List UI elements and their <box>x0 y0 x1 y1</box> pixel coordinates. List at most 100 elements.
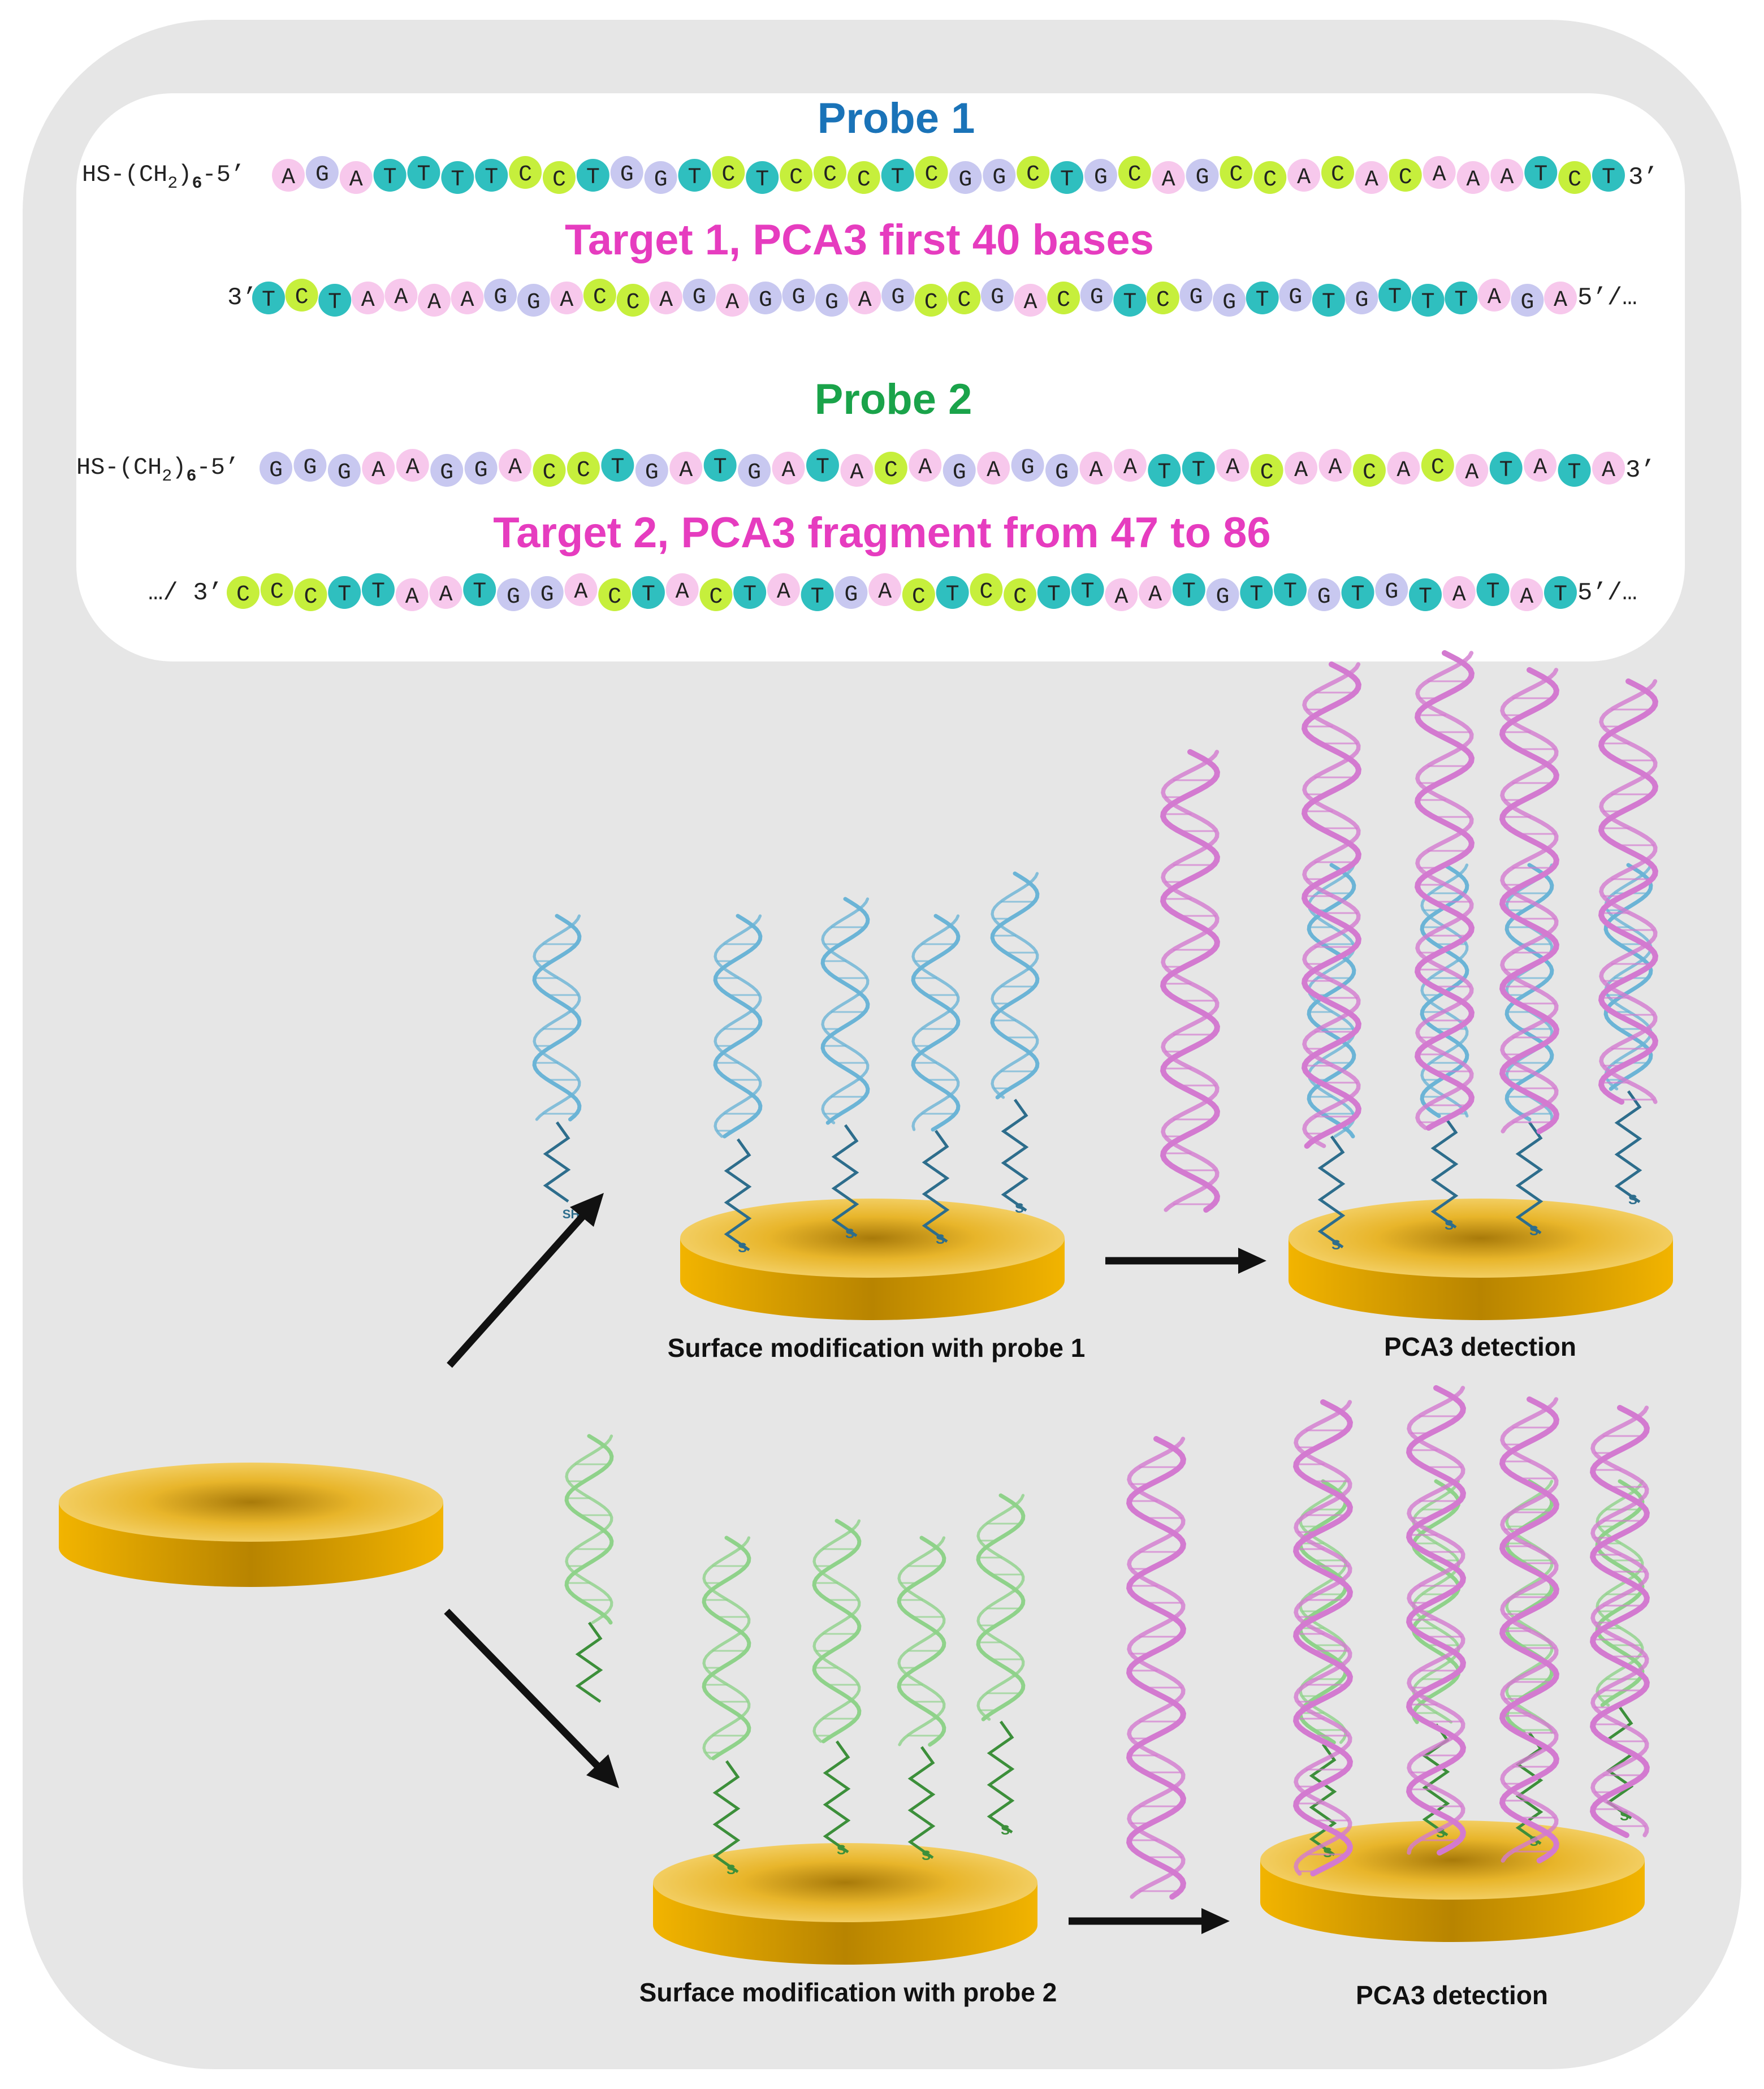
svg-text:G: G <box>507 585 520 610</box>
base-T: T <box>1312 284 1345 317</box>
base-C: C <box>583 279 616 312</box>
svg-text:C: C <box>593 285 607 310</box>
base-C: C <box>1250 454 1283 487</box>
svg-text:C: C <box>608 585 621 610</box>
base-T: T <box>328 576 361 609</box>
probe1-suffix: 3’ <box>1628 163 1658 192</box>
svg-text:S: S <box>727 1862 736 1878</box>
base-T: T <box>746 161 779 194</box>
svg-text:T: T <box>1283 579 1297 605</box>
base-G: G <box>942 454 976 487</box>
bound-target2 <box>1406 1385 1467 1856</box>
base-G: G <box>949 161 982 194</box>
svg-text:T: T <box>1421 290 1435 315</box>
svg-text:C: C <box>1057 288 1070 313</box>
svg-text:A: A <box>725 290 739 315</box>
svg-text:C: C <box>1363 460 1376 486</box>
svg-text:A: A <box>1554 288 1567 313</box>
svg-text:T: T <box>743 582 756 608</box>
base-T: T <box>801 578 834 611</box>
svg-text:G: G <box>654 167 668 193</box>
svg-text:C: C <box>1568 167 1581 193</box>
svg-text:A: A <box>1162 167 1175 193</box>
svg-text:C: C <box>577 458 590 483</box>
free-target2 <box>1126 1436 1187 1900</box>
svg-text:T: T <box>642 582 655 608</box>
base-G: G <box>738 454 771 487</box>
svg-text:C: C <box>1128 162 1142 188</box>
base-A: A <box>1544 282 1577 314</box>
svg-text:T: T <box>1534 162 1547 188</box>
svg-text:A: A <box>1500 165 1514 191</box>
svg-text:A: A <box>1024 290 1037 315</box>
svg-text:A: A <box>508 455 522 481</box>
svg-text:C: C <box>552 167 566 193</box>
svg-text:T: T <box>262 288 275 313</box>
base-A: A <box>564 573 598 606</box>
svg-text:T: T <box>328 290 341 315</box>
base-A: A <box>1355 161 1388 194</box>
svg-text:A: A <box>1089 458 1102 483</box>
svg-text:T: T <box>688 165 701 191</box>
base-C: C <box>1389 159 1422 192</box>
svg-text:T: T <box>1419 585 1432 610</box>
svg-text:G: G <box>1222 290 1236 315</box>
base-T: T <box>1378 279 1412 312</box>
base-T: T <box>1341 576 1374 609</box>
svg-text:A: A <box>1148 582 1162 608</box>
svg-text:C: C <box>626 290 639 315</box>
base-A: A <box>1477 279 1511 312</box>
base-A: A <box>840 454 874 487</box>
svg-text:T: T <box>946 582 959 608</box>
svg-text:C: C <box>295 285 309 310</box>
svg-text:T: T <box>1047 582 1061 608</box>
svg-text:A: A <box>676 579 689 605</box>
svg-text:G: G <box>620 162 634 188</box>
base-C: C <box>616 284 650 317</box>
base-A: A <box>1152 161 1185 194</box>
base-G: G <box>1279 279 1312 312</box>
svg-text:T: T <box>338 582 351 608</box>
base-A: A <box>665 573 699 606</box>
svg-text:A: A <box>282 165 295 191</box>
base-T: T <box>1489 452 1523 485</box>
svg-text:A: A <box>1123 455 1137 481</box>
svg-text:S: S <box>936 1232 945 1247</box>
base-C: C <box>598 578 632 611</box>
probe1-immobilized: S <box>990 871 1040 1216</box>
arrow-to-probe1 <box>447 1193 604 1368</box>
svg-text:C: C <box>542 460 556 486</box>
base-T: T <box>1524 156 1558 189</box>
svg-text:G: G <box>338 460 351 486</box>
svg-text:A: A <box>777 579 790 605</box>
base-T: T <box>407 156 440 189</box>
svg-text:G: G <box>693 285 706 310</box>
svg-text:T: T <box>586 165 600 191</box>
svg-text:T: T <box>451 167 464 193</box>
base-T: T <box>1476 573 1510 606</box>
svg-text:C: C <box>1013 585 1027 610</box>
base-C: C <box>294 578 327 611</box>
base-T: T <box>1411 284 1445 317</box>
svg-text:G: G <box>1055 460 1069 486</box>
base-T: T <box>1050 161 1084 194</box>
base-C: C <box>915 156 948 189</box>
probe1-immobilized: S <box>820 897 870 1242</box>
base-A: A <box>716 284 749 317</box>
svg-text:T: T <box>1256 288 1269 313</box>
base-A: A <box>1287 159 1321 192</box>
base-T: T <box>1445 282 1478 314</box>
base-G: G <box>835 576 868 609</box>
svg-text:C: C <box>789 165 803 191</box>
svg-text:A: A <box>394 285 408 310</box>
base-A: A <box>1216 449 1250 482</box>
probe1-title: Probe 1 <box>818 94 975 142</box>
base-G: G <box>1186 159 1219 192</box>
bound-target1 <box>1301 661 1362 1149</box>
svg-text:G: G <box>759 288 772 313</box>
base-C: C <box>813 156 846 189</box>
bound-target2 <box>1499 1396 1560 1863</box>
base-T: T <box>361 573 395 606</box>
base-A: A <box>351 282 384 314</box>
